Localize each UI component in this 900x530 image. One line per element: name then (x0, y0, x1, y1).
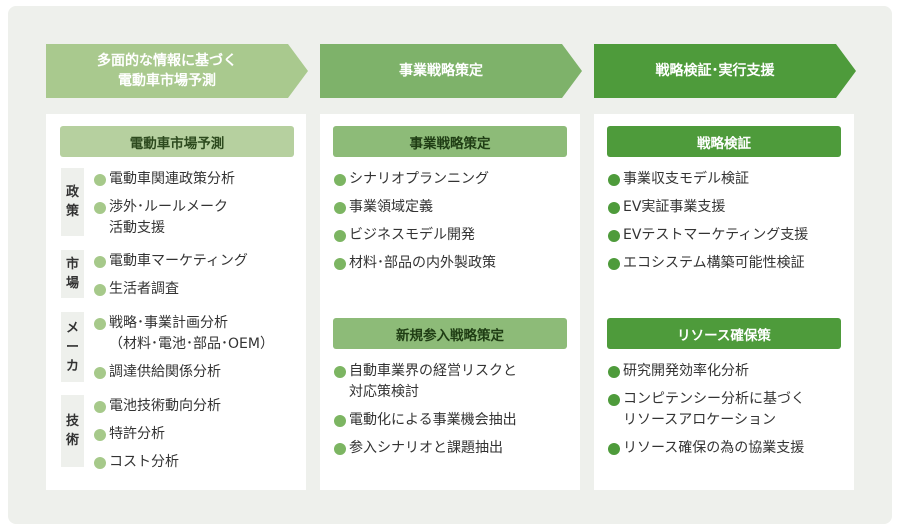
bullet-dot-icon (608, 394, 620, 406)
list-item: 自動車業界の経営リスクと 対応策検討 (334, 361, 517, 403)
step-arrow-market-forecast: 多面的な情報に基づく 電動車市場予測 (46, 44, 308, 98)
bullet-dot-icon (94, 174, 106, 186)
bullet-dot-icon (94, 429, 106, 441)
bullet-dot-icon (94, 367, 106, 379)
column-verification (594, 114, 854, 490)
list-item: 戦略･事業計画分析 （材料･電池･部品･OEM） (94, 313, 274, 355)
column2-header-strategy: 事業戦略策定 (333, 126, 567, 157)
list-item: 渉外･ルールメーク 活動支援 (94, 197, 228, 239)
bullet-dot-icon (608, 258, 620, 270)
list-item: コンピテンシー分析に基づく リソースアロケーション (608, 389, 805, 431)
group-tag-technology: 技 術 (61, 395, 84, 467)
list-item: 生活者調査 (94, 279, 179, 300)
group-tag-market: 市 場 (61, 250, 84, 298)
bullet-dot-icon (334, 258, 346, 270)
step-label: 事業戦略策定 (399, 63, 483, 79)
list-item: 電池技術動向分析 (94, 396, 221, 417)
list-item: 電動車関連政策分析 (94, 169, 235, 190)
list-item: 事業収支モデル検証 (608, 169, 749, 190)
list-item: コスト分析 (94, 452, 179, 473)
list-item: リソース確保の為の協業支援 (608, 438, 804, 459)
list-item: 材料･部品の内外製政策 (334, 253, 496, 274)
list-item: 電動車マーケティング (94, 251, 248, 272)
bullet-dot-icon (334, 230, 346, 242)
list-item: 参入シナリオと課題抽出 (334, 438, 503, 459)
list-item: 調達供給関係分析 (94, 362, 221, 383)
list-item: エコシステム構築可能性検証 (608, 253, 805, 274)
bullet-dot-icon (608, 174, 620, 186)
list-item: 電動化による事業機会抽出 (334, 410, 517, 431)
column3-header-verification: 戦略検証 (607, 126, 841, 157)
bullet-dot-icon (94, 202, 106, 214)
list-item: 特許分析 (94, 424, 165, 445)
column3-header-resources: リソース確保策 (607, 318, 841, 349)
list-item: 研究開発効率化分析 (608, 361, 749, 382)
column-business-strategy (320, 114, 580, 490)
bullet-dot-icon (94, 318, 106, 330)
list-item: 事業領域定義 (334, 197, 433, 218)
list-item: EV実証事業支援 (608, 197, 725, 218)
column2-header-new-entry: 新規参入戦略策定 (333, 318, 567, 349)
bullet-dot-icon (334, 415, 346, 427)
column-market-forecast (46, 114, 306, 490)
group-tag-policy: 政 策 (61, 168, 84, 236)
bullet-dot-icon (334, 366, 346, 378)
step-arrow-strategy: 事業戦略策定 (320, 44, 582, 98)
bullet-dot-icon (334, 202, 346, 214)
bullet-dot-icon (608, 230, 620, 242)
step-arrow-verification: 戦略検証･実行支援 (594, 44, 856, 98)
group-tag-maker: メ ー カ (61, 312, 84, 382)
list-item: シナリオプランニング (334, 169, 489, 190)
column1-header: 電動車市場予測 (60, 126, 294, 157)
step-label: 戦略検証･実行支援 (655, 63, 775, 79)
bullet-dot-icon (334, 174, 346, 186)
bullet-dot-icon (608, 202, 620, 214)
bullet-dot-icon (608, 443, 620, 455)
bullet-dot-icon (334, 443, 346, 455)
bullet-dot-icon (94, 457, 106, 469)
bullet-dot-icon (608, 366, 620, 378)
bullet-dot-icon (94, 256, 106, 268)
list-item: ビジネスモデル開発 (334, 225, 475, 246)
bullet-dot-icon (94, 284, 106, 296)
list-item: EVテストマーケティング支援 (608, 225, 808, 246)
bullet-dot-icon (94, 401, 106, 413)
step-label: 多面的な情報に基づく 電動車市場予測 (97, 53, 237, 89)
